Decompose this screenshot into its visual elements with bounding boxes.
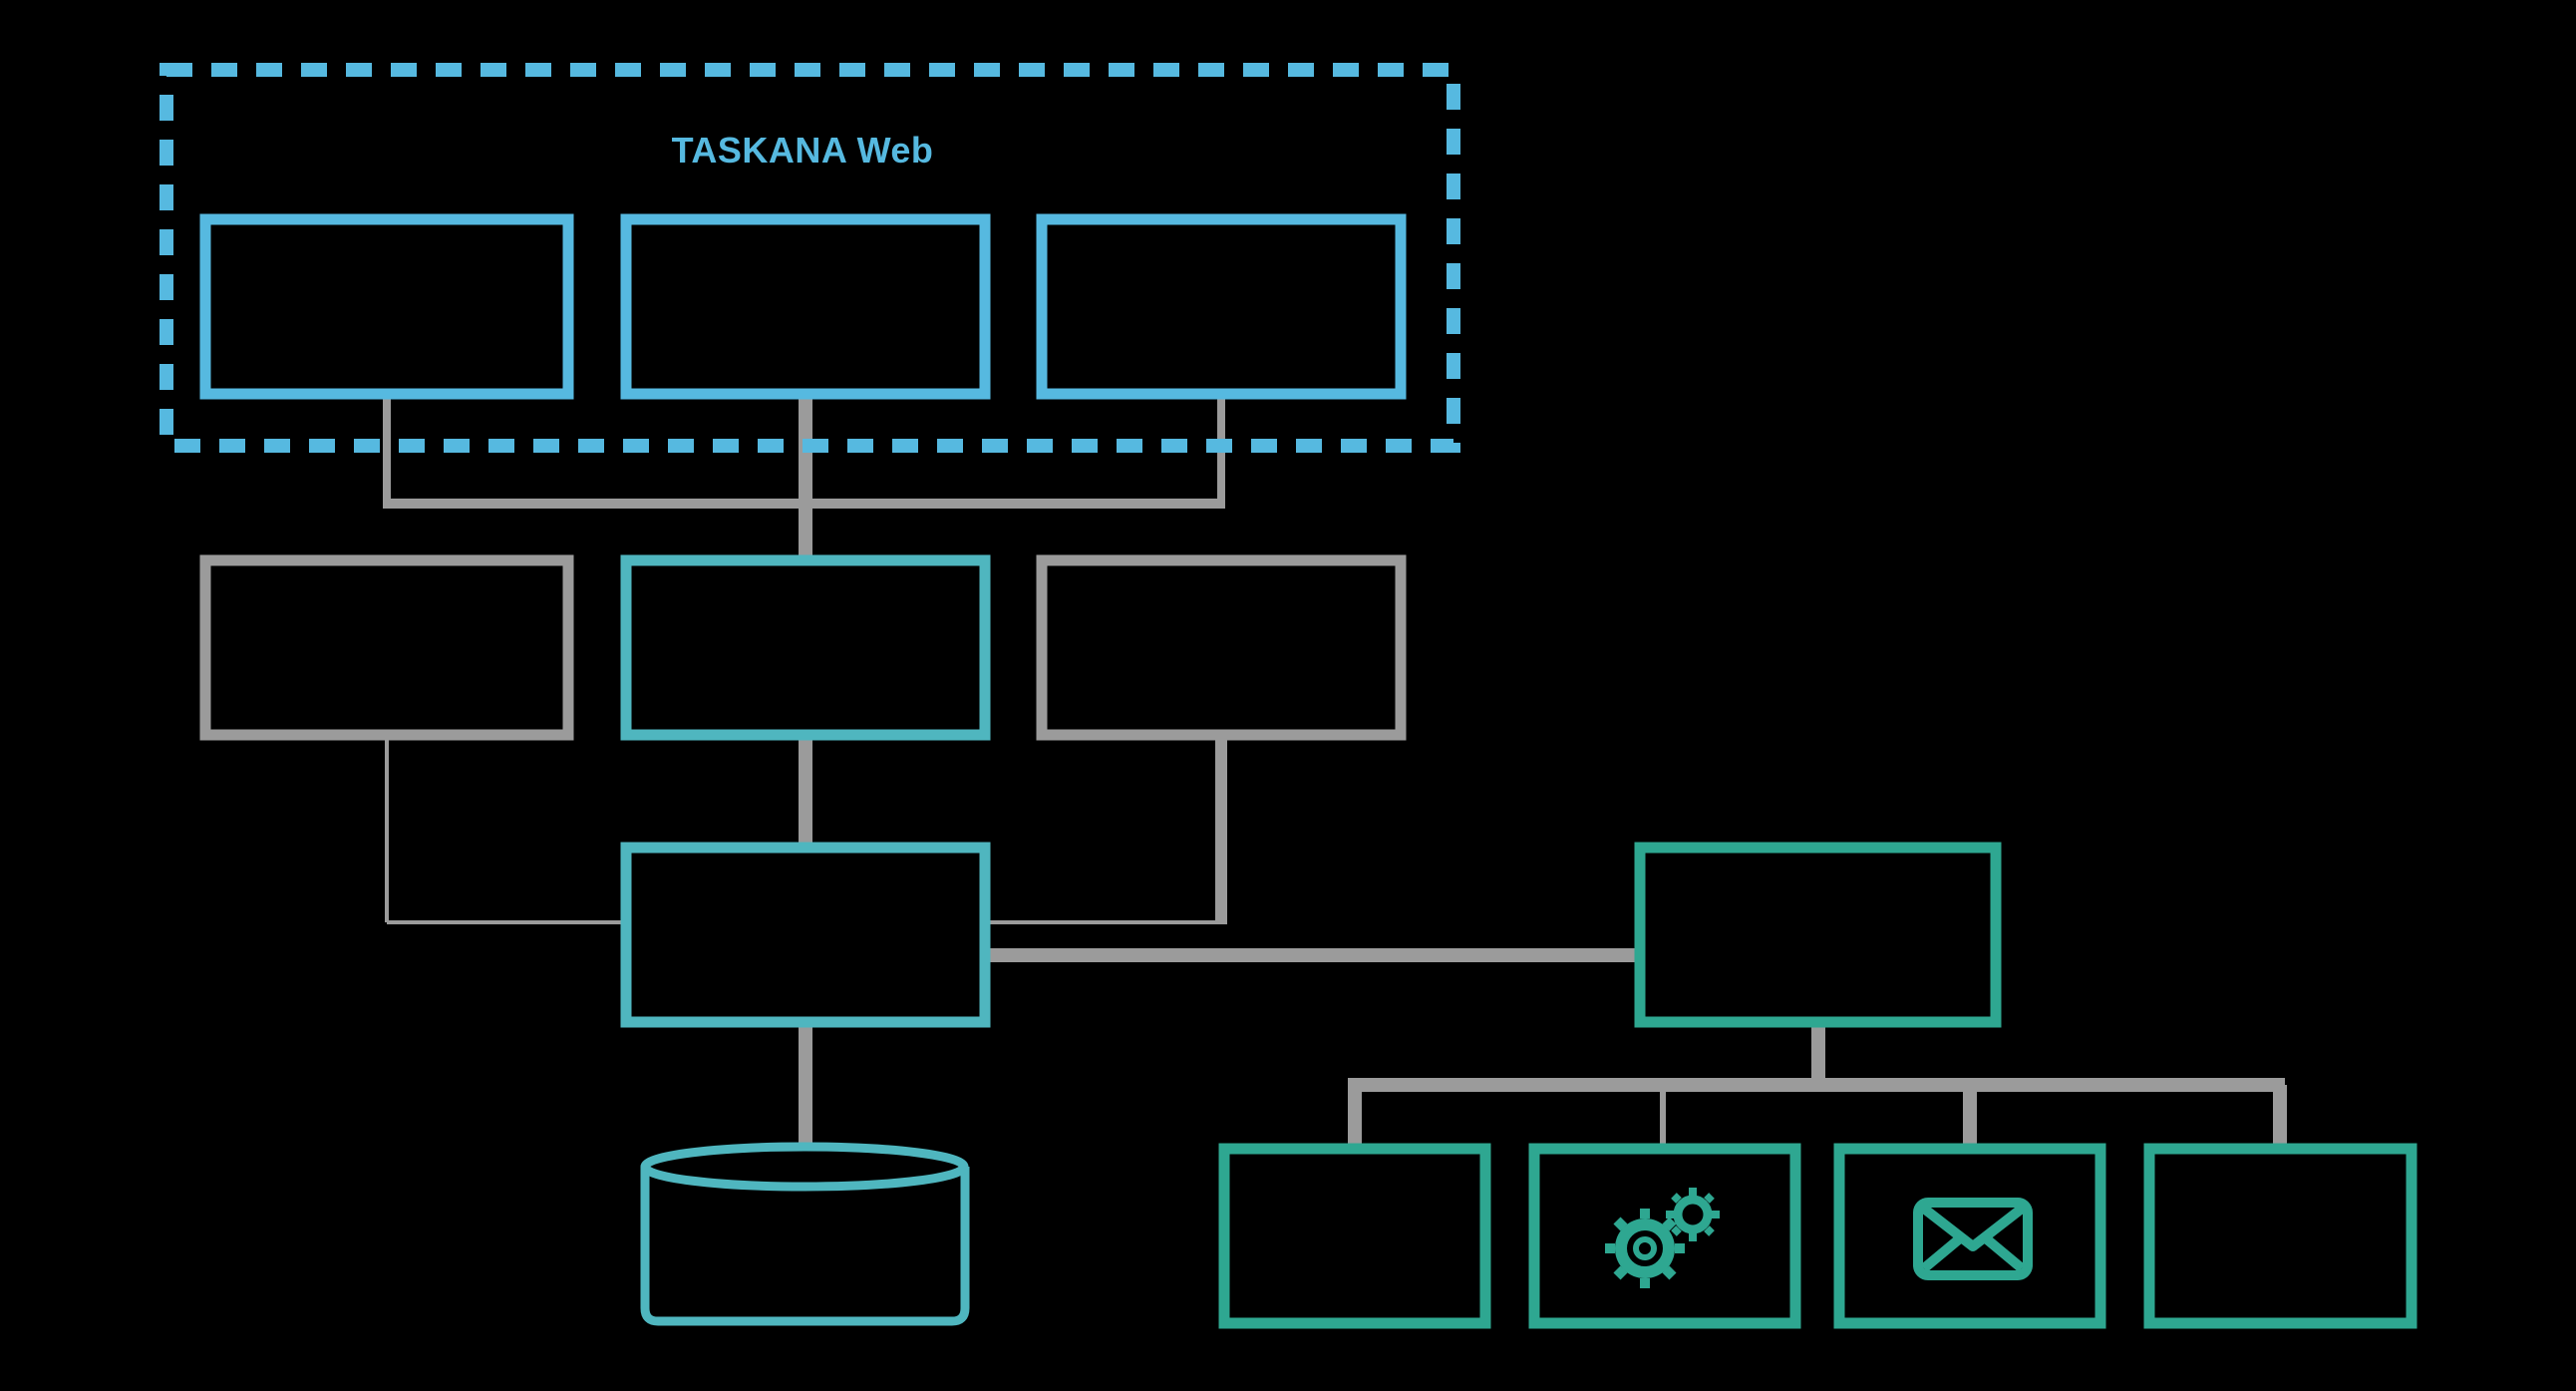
gear-icon <box>1605 1188 1720 1288</box>
connector-box-1[interactable] <box>1218 1143 1491 1329</box>
web-module-box-left[interactable] <box>199 213 574 400</box>
connector-box-4[interactable] <box>2143 1143 2417 1329</box>
connector-box-3[interactable] <box>1833 1143 2106 1329</box>
taskana-web-group-frame <box>160 63 1460 453</box>
core-library-box[interactable] <box>620 842 991 1028</box>
service-box-left[interactable] <box>199 554 574 741</box>
rest-service-box[interactable] <box>620 554 991 741</box>
database-icon <box>640 1142 970 1326</box>
envelope-icon <box>1913 1198 2033 1280</box>
connectors <box>383 397 2287 1147</box>
web-module-box-right[interactable] <box>1036 213 1407 400</box>
connector-box-2[interactable] <box>1528 1143 1801 1329</box>
web-module-box-center[interactable] <box>620 213 991 400</box>
taskana-web-title: TASKANA Web <box>671 130 934 171</box>
adapter-box[interactable] <box>1634 842 2002 1028</box>
service-box-right[interactable] <box>1036 554 1407 741</box>
